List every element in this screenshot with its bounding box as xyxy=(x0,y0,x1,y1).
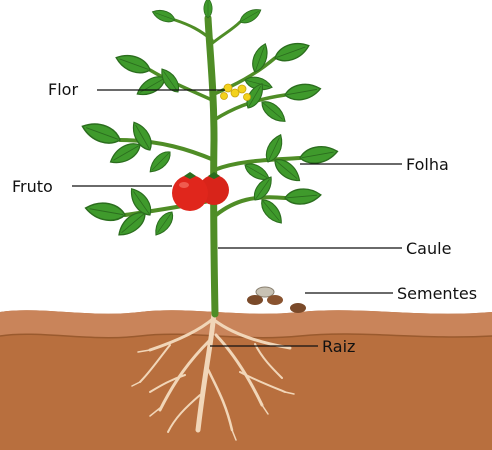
flower-label: Flor xyxy=(48,82,78,98)
fruit-label: Fruto xyxy=(12,179,53,195)
seeds-label: Sementes xyxy=(397,286,477,302)
flowers xyxy=(221,84,251,101)
root-label: Raiz xyxy=(322,339,355,355)
fruits xyxy=(172,172,229,211)
leaf-label: Folha xyxy=(406,157,449,173)
stem-label: Caule xyxy=(406,241,451,257)
soil xyxy=(0,310,492,450)
seeds xyxy=(247,287,306,313)
stem xyxy=(120,18,300,314)
